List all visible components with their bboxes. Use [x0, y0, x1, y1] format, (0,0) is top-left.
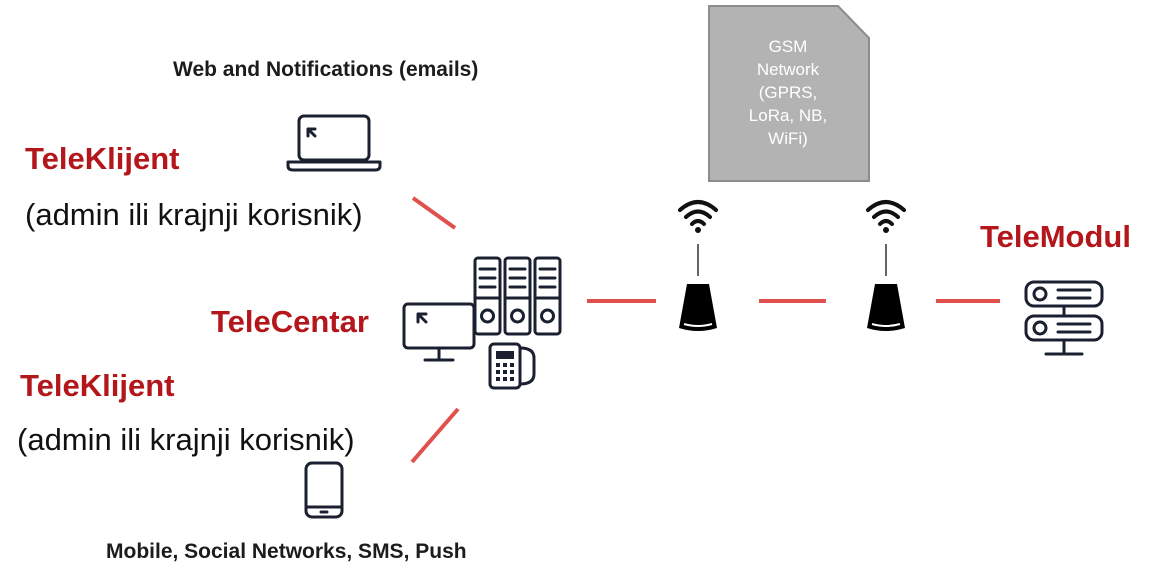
telecentar-title: TeleCentar [211, 304, 369, 339]
gsm-network-label: GSM Network (GPRS, LoRa, NB, WiFi) [748, 37, 828, 148]
server-rack-icon [473, 256, 562, 336]
telemodul-title: TeleModul [980, 219, 1131, 254]
mobile-caption: Mobile, Social Networks, SMS, Push [106, 540, 467, 563]
web-caption: Web and Notifications (emails) [173, 58, 479, 81]
wifi-icon [866, 200, 906, 233]
teleklijent-bottom-title: TeleKlijent [20, 368, 175, 403]
link-teleklijent-bottom [410, 407, 460, 464]
gsm-network-box [708, 5, 870, 182]
laptop-icon [286, 114, 382, 172]
teleklijent-bottom-subtitle: (admin ili krajnji korisnik) [17, 422, 355, 457]
link-teleklijent-top [411, 196, 457, 230]
antenna-icon [867, 284, 905, 331]
antenna-icon [679, 284, 717, 331]
wifi-icon [678, 200, 718, 233]
smartphone-icon [304, 461, 344, 519]
teleklijent-top-subtitle: (admin ili krajnji korisnik) [25, 197, 363, 232]
teleklijent-top-title: TeleKlijent [25, 141, 180, 176]
desktop-monitor-icon [402, 302, 476, 362]
telemodul-server-icon [1024, 280, 1104, 356]
desk-phone-icon [488, 342, 536, 390]
